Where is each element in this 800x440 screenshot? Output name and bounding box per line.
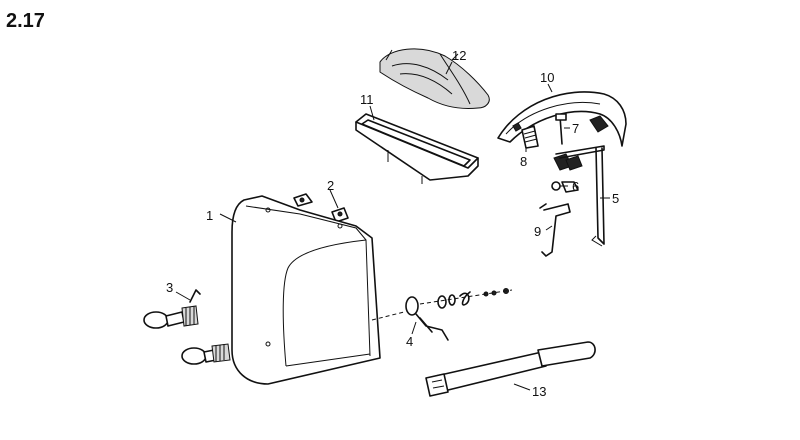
- callout-11: 11: [360, 92, 374, 107]
- leader-lines: [175, 61, 610, 391]
- callout-10: 10: [540, 70, 554, 85]
- part-8-reflector: [521, 125, 539, 149]
- figure-number: 2.17: [6, 10, 45, 32]
- callout-8: 8: [520, 154, 527, 169]
- callout-7: 7: [572, 121, 579, 136]
- part-12-seat-cushion: [379, 48, 490, 109]
- callout-4: 4: [406, 334, 413, 349]
- callout-12: 12: [452, 48, 466, 63]
- callout-6: 6: [572, 179, 579, 194]
- part-6-clips: [551, 153, 583, 193]
- part-3-lock-and-keys: [143, 289, 231, 365]
- part-7-bolt: [555, 113, 567, 145]
- part-5-fender-stay: [555, 145, 605, 247]
- part-11-rack-frame: [355, 113, 479, 184]
- callout-3: 3: [166, 280, 173, 295]
- part-9-bracket: [539, 203, 571, 257]
- part-13-tube: [425, 341, 596, 397]
- part-2-fasteners: [293, 193, 349, 223]
- part-1-side-panel: [231, 195, 405, 385]
- callout-13: 13: [532, 384, 546, 399]
- callout-5: 5: [612, 191, 619, 206]
- callout-1: 1: [206, 208, 213, 223]
- part-4-latch-assembly: [405, 288, 513, 341]
- callout-2: 2: [327, 178, 334, 193]
- callout-9: 9: [534, 224, 541, 239]
- callout-labels: 12 11 10 7 8 6 5 9 2 1 3 4 13: [166, 48, 619, 399]
